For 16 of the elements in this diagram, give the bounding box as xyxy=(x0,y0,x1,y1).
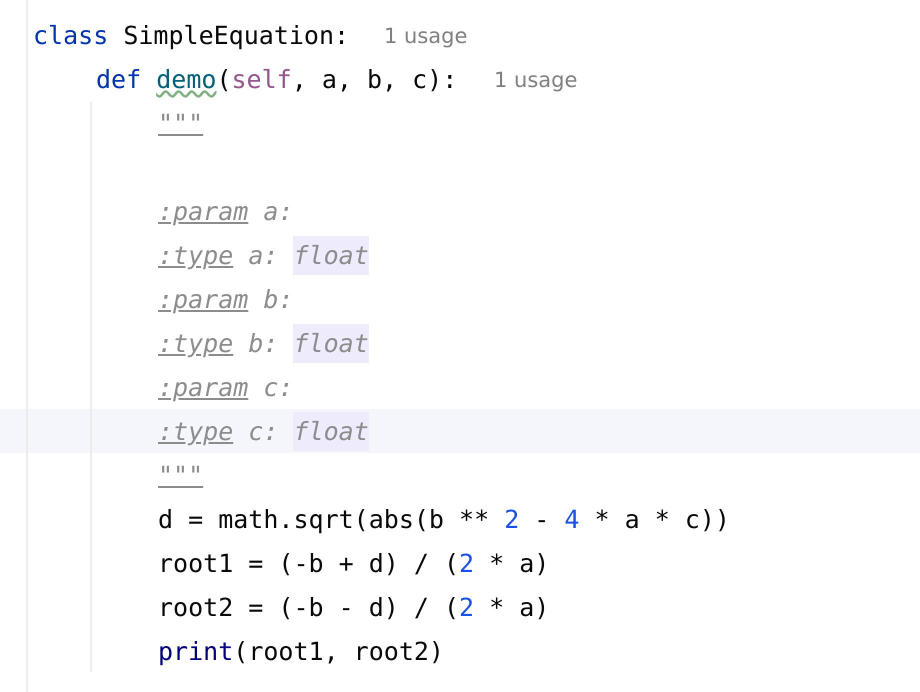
code-line: class SimpleEquation: xyxy=(33,20,350,52)
code-line: print(root1, root2) xyxy=(158,636,444,668)
code-line: def demo(self, a, b, c): xyxy=(96,64,458,96)
docstring-line: """ xyxy=(158,460,204,492)
code-line: root1 = (-b + d) / (2 * a) xyxy=(158,548,550,580)
docstring-line: :type a: float xyxy=(158,239,369,273)
usage-hint: 1 usage xyxy=(384,23,468,50)
docstring-line: :param c: xyxy=(158,372,294,404)
docstring-line: :type b: float xyxy=(158,327,369,361)
usage-hint: 1 usage xyxy=(494,67,578,94)
docstring-line: :type c: float xyxy=(158,415,369,449)
docstring-line: """ xyxy=(158,108,204,140)
code-line: d = math.sqrt(abs(b ** 2 - 4 * a * c)) xyxy=(158,504,730,536)
docstring-line: :param b: xyxy=(158,284,294,316)
docstring-line: :param a: xyxy=(158,196,294,228)
code-line: root2 = (-b - d) / (2 * a) xyxy=(158,592,550,624)
